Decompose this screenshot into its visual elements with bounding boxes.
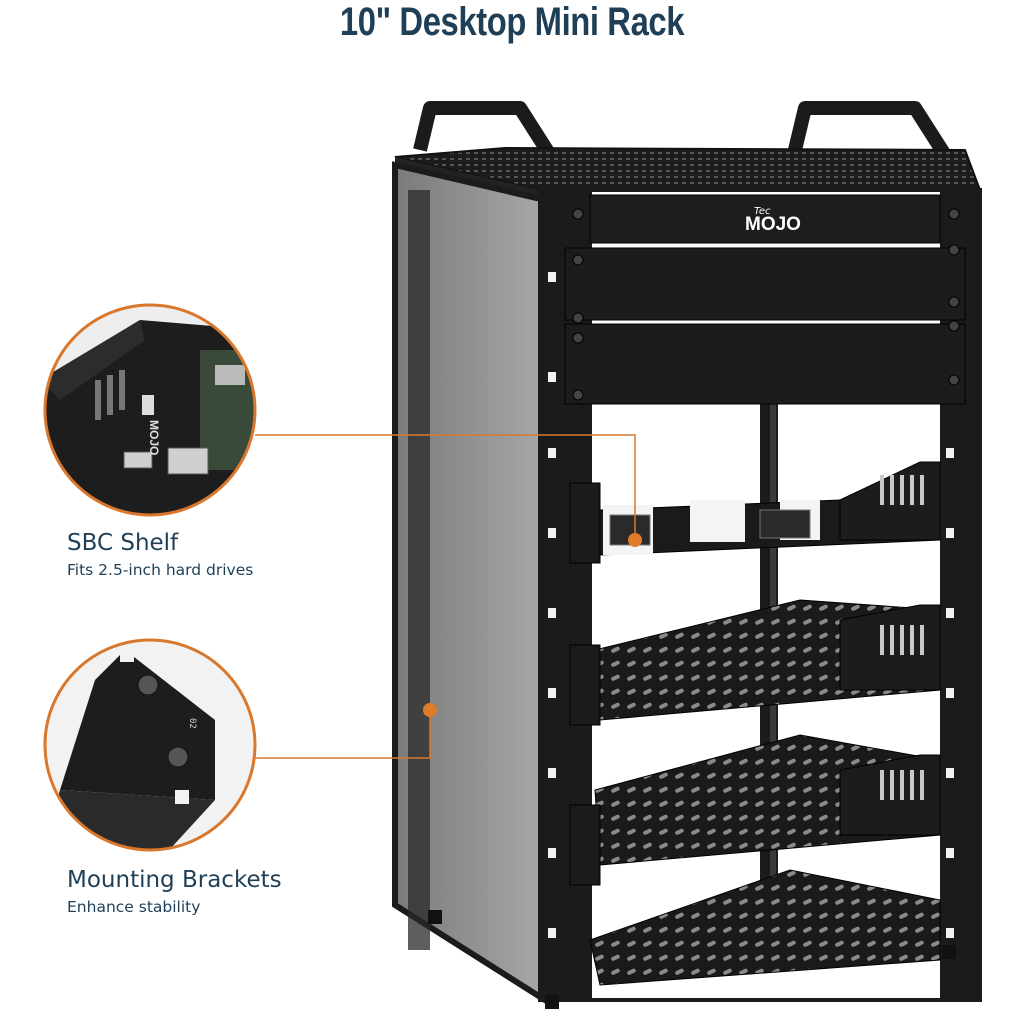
handle-right: [788, 101, 951, 159]
vented-base: [589, 869, 941, 986]
blank-panel-1: [564, 247, 966, 321]
brand-logo: MOJO: [745, 214, 801, 235]
callout-dot-bracket: [423, 703, 437, 717]
callout-subtitle-sbc-shelf: Fits 2.5-inch hard drives: [67, 561, 254, 579]
svg-text:MOJO: MOJO: [147, 420, 161, 455]
sbc-board-2: [759, 509, 811, 539]
callout-dot-sbc: [628, 533, 642, 547]
callout-title-mounting-brackets: Mounting Brackets: [67, 867, 282, 893]
callout-lines: [255, 434, 636, 759]
handle-left: [413, 101, 556, 159]
brand-panel: [589, 194, 941, 244]
svg-text:02: 02: [187, 718, 197, 729]
mini-rack: Tec MOJO: [392, 101, 982, 1009]
callout-title-sbc-shelf: SBC Shelf: [67, 530, 179, 556]
brand-logo-small: Tec: [754, 206, 771, 217]
blank-panel-2: [564, 323, 966, 405]
detail-circle-bracket: 02: [43, 638, 257, 852]
callout-subtitle-mounting-brackets: Enhance stability: [67, 898, 201, 916]
detail-circle-sbc: MOJO: [43, 303, 257, 517]
page-title: 10" Desktop Mini Rack: [339, 0, 685, 44]
